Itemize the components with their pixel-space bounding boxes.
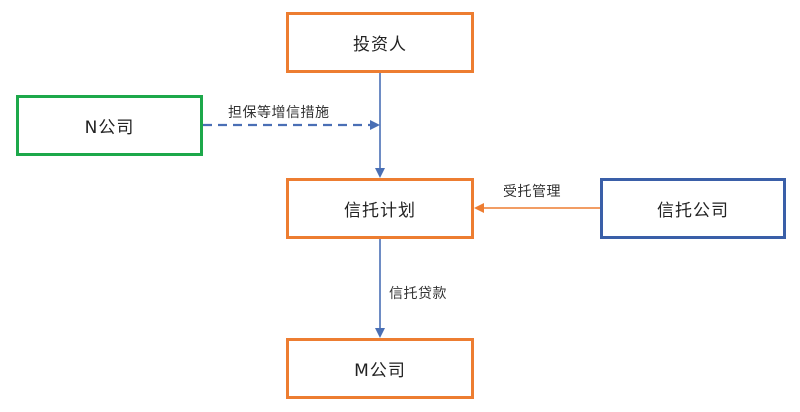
node-trust-company: 信托公司: [600, 178, 786, 239]
node-n-company: N公司: [16, 95, 203, 156]
node-m-company: M公司: [286, 338, 474, 399]
node-m-company-label: M公司: [354, 361, 406, 381]
edge-label-entrust: 受托管理: [503, 184, 561, 200]
node-investor-label: 投资人: [353, 35, 407, 55]
edge-label-guarantee: 担保等增信措施: [228, 105, 330, 121]
node-trust-plan-label: 信托计划: [344, 201, 416, 221]
edge-label-loan: 信托贷款: [389, 286, 447, 302]
node-investor: 投资人: [286, 12, 474, 73]
node-n-company-label: N公司: [84, 118, 135, 138]
node-trust-plan: 信托计划: [286, 178, 474, 239]
node-trust-company-label: 信托公司: [657, 201, 729, 221]
